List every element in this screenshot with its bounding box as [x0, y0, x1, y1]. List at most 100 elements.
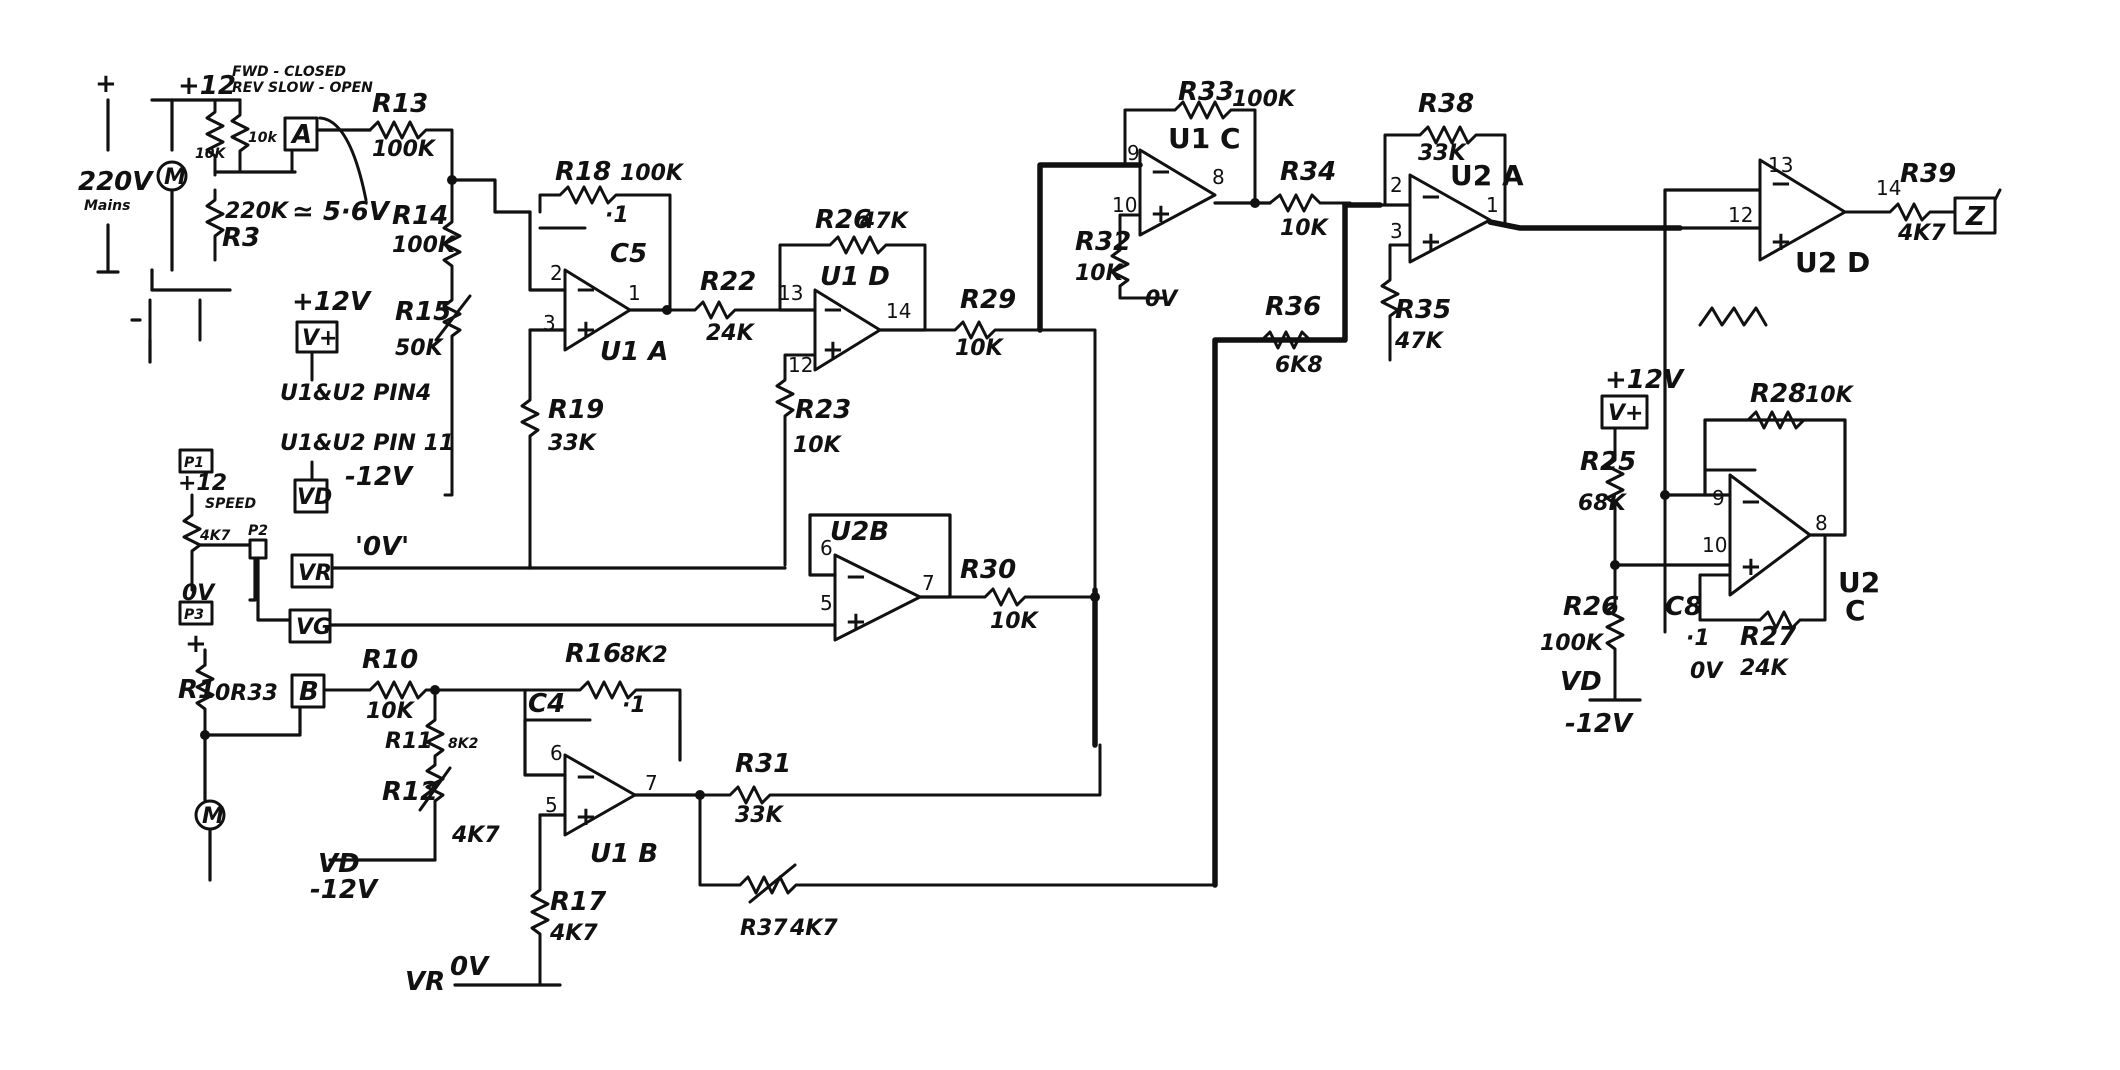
u1d-name: U1 D [820, 262, 890, 292]
box-vg-label: VG [296, 615, 331, 640]
u1d-stage: R22 24K − + 13 12 14 U1 D R26 47K R23 10… [668, 205, 1097, 592]
c8-value: ·1 [1686, 626, 1710, 651]
u2d-name: U2 D [1795, 246, 1870, 279]
r28-resistor [1703, 410, 1847, 430]
u2d-pin-non: 12 [1728, 203, 1753, 227]
zero-v-c8: 0V [1690, 659, 1724, 684]
r34-resistor [1268, 193, 1352, 213]
r27-resistor [1698, 533, 1827, 630]
u2d-opamp [1758, 158, 1847, 262]
r24-value: 100K [1540, 631, 1605, 656]
u2d-stage: − + 13 12 14 U2 D R39 4K7 Z [1663, 153, 2002, 327]
r23-name: R23 [795, 395, 851, 425]
r15-adjust-arrow [434, 294, 472, 342]
mode-rev: REV SLOW - OPEN [232, 80, 373, 96]
wire-to-u1a [450, 178, 532, 214]
r37-resistor [698, 793, 1217, 895]
r12-value: 4K7 [451, 823, 500, 848]
box-vd-label: VD [297, 485, 332, 510]
u1a-name: U1 A [600, 337, 668, 367]
u2b-stage: − + 6 5 7 U2B R30 10K [808, 513, 1100, 748]
curve-arrow [318, 116, 368, 202]
box-vplus-label: V+ [302, 326, 337, 351]
box-vplus-right-label: V+ [1608, 401, 1643, 426]
u1a-minus: − [575, 275, 597, 305]
r16-name: R16 [565, 639, 621, 669]
u2d-pin-inv: 13 [1768, 153, 1793, 177]
u2a-pin-inv: 2 [1390, 173, 1403, 197]
plus12v-label: +12V [292, 287, 372, 317]
r19-value: 33K [548, 431, 598, 456]
r28-value: 10K [1805, 383, 1855, 408]
r26-name: R26 [815, 205, 871, 235]
vd-bottom: VD [318, 849, 360, 879]
r29-value: 10K [955, 336, 1005, 361]
r22-value: 24K [706, 321, 756, 346]
c5-value: ·1 [605, 203, 629, 228]
box-vr [290, 553, 334, 589]
u1c-input-bus [1037, 162, 1143, 333]
r26-value: 47K [859, 209, 910, 234]
r27-name: R27 [1740, 622, 1797, 652]
r36-name: R36 [1265, 292, 1321, 322]
box-p1-label: P1 [184, 455, 204, 471]
motor-m-bottom: M [202, 804, 224, 829]
u2a-pin-out: 1 [1486, 193, 1499, 217]
r38-name: R38 [1418, 89, 1474, 119]
r23-resistor [775, 353, 817, 567]
u2c-letter: C [1845, 594, 1866, 627]
c5-name: C5 [610, 239, 647, 269]
r18-name: R18 [555, 157, 611, 187]
c8-name: C8 [1665, 592, 1702, 622]
speed-plus: +12 [178, 471, 227, 496]
u1a-stage: − + 2 3 1 U1 A R18 100K ·1 C5 R19 33K [520, 157, 685, 567]
r10-name: R10 [362, 645, 418, 675]
u1a-pin-inv: 2 [550, 261, 563, 285]
u1b-pin-inv: 6 [550, 741, 563, 765]
r31-value: 33K [735, 803, 785, 828]
r17-value: 4K7 [549, 921, 598, 946]
u2c-opamp [1728, 473, 1812, 597]
r33-name: R33 [1178, 77, 1234, 107]
u2a-plus: + [1420, 227, 1442, 257]
box-a [283, 116, 319, 152]
r32-value: 10K [1075, 261, 1125, 286]
r12-name: R12 [382, 777, 438, 807]
speed-value: 4K7 [199, 528, 231, 544]
r38-resistor [1383, 125, 1507, 224]
r18-value: 100K [620, 161, 685, 186]
box-p2-label: P2 [248, 523, 268, 539]
r14-value: 100K [392, 233, 457, 258]
box-p1 [178, 448, 214, 474]
u1c-pin-non: 10 [1112, 193, 1137, 217]
fet-rail [150, 268, 232, 292]
r11-name: R11 [385, 729, 433, 754]
r13-value: 100K [372, 137, 437, 162]
u2c-pin-inv: 9 [1712, 486, 1725, 510]
output-box-flag [1993, 188, 2002, 202]
r14-resistor [442, 178, 462, 294]
r25-name: R25 [1580, 447, 1636, 477]
zero-v-bottom: 0V [450, 952, 490, 982]
u2d-pin-out: 14 [1876, 176, 1901, 200]
u1u2-pin11: U1&U2 PIN 11 [280, 431, 454, 456]
u2c-minus: − [1740, 487, 1762, 517]
u2b-plus: + [845, 607, 867, 637]
u2a-minus: − [1420, 182, 1442, 212]
u2c-pin-out: 8 [1815, 511, 1828, 535]
r15-name: R15 [395, 297, 451, 327]
u1b-plus: + [575, 802, 597, 832]
u1a-opamp [563, 268, 632, 352]
r12-adjust-arrow [418, 766, 452, 812]
p2-to-vg-wire [256, 556, 294, 622]
r34-value: 10K [1280, 216, 1330, 241]
zero-v-r32: 0V [1145, 287, 1179, 312]
r13-resistor [368, 120, 454, 182]
r1-to-b [203, 703, 302, 737]
current-sense: + R1 0R33 B M [178, 629, 326, 882]
r30-resistor [948, 587, 1097, 607]
u2a-out-bus [1487, 219, 1683, 231]
r33-resistor [1123, 100, 1257, 205]
r3-name: R3 [222, 223, 260, 253]
r15-value: 50K [395, 336, 445, 361]
